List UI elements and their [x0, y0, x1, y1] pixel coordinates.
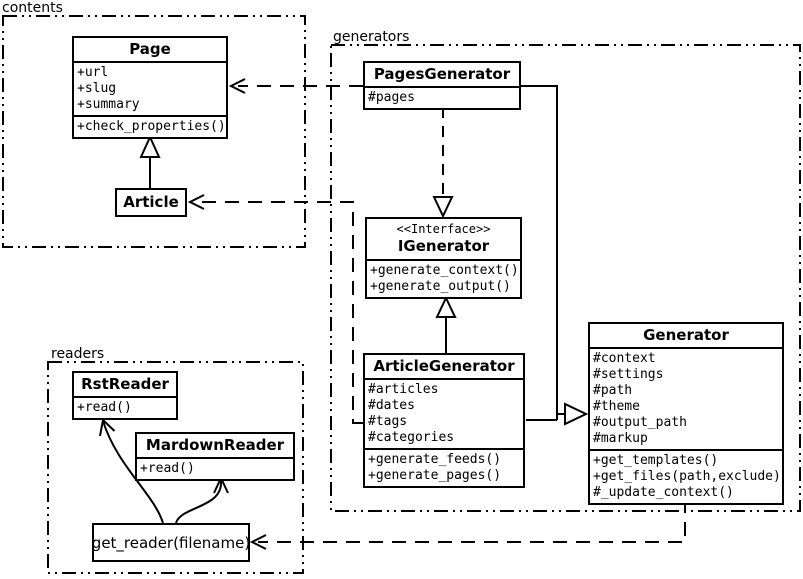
readers-package-border [47, 361, 304, 574]
generators-package-label: generators [333, 29, 410, 45]
contents-package-border [2, 15, 306, 248]
generators-package-border [330, 44, 801, 512]
arrow-getreader-to-rstreader [99, 418, 164, 524]
realization-pagesgenerator-to-igenerator [432, 107, 454, 219]
class-rstreader: RstReader +read() [72, 371, 178, 420]
class-page-methods: +check_properties() [74, 115, 226, 137]
class-articlegenerator-methods: +generate_feeds()+generate_pages() [365, 448, 523, 486]
class-pagesgenerator-attributes: #pages [365, 86, 519, 108]
readers-package-label: readers [51, 346, 105, 362]
dependency-articlegenerator-to-article [187, 194, 363, 424]
class-articlegenerator: ArticleGenerator #articles#dates#tags#ca… [363, 353, 525, 488]
dependency-generator-to-getreader [249, 499, 686, 550]
class-page: Page +url+slug+summary +check_properties… [72, 36, 228, 139]
function-get-reader: get_reader(filename) [92, 523, 250, 562]
class-generator-attributes: #context#settings#path#theme#output_path… [590, 347, 782, 449]
class-igenerator-name: IGenerator [397, 237, 490, 255]
class-articlegenerator-title: ArticleGenerator [373, 357, 515, 375]
contents-package-label: contents [2, 0, 63, 16]
class-pagesgenerator-title: PagesGenerator [373, 65, 511, 83]
class-rstreader-title: RstReader [81, 375, 169, 393]
arrow-getreader-to-mardownreader [175, 475, 229, 524]
function-get-reader-label: get_reader(filename) [91, 533, 251, 552]
class-mardownreader: MardownReader +read() [135, 432, 295, 481]
inheritance-articlegenerator-to-igenerator [435, 295, 457, 353]
inheritance-article-to-page [139, 134, 161, 188]
class-igenerator-title: <<Interface>> IGenerator [367, 219, 520, 259]
class-page-attributes: +url+slug+summary [74, 61, 226, 115]
class-igenerator: <<Interface>> IGenerator +generate_conte… [365, 217, 522, 299]
class-article-title: Article [123, 193, 179, 211]
class-articlegenerator-attributes: #articles#dates#tags#categories [365, 378, 523, 448]
class-pagesgenerator: PagesGenerator #pages [363, 61, 521, 110]
dependency-pagesgenerator-to-page [228, 78, 363, 94]
class-igenerator-methods: +generate_context()+generate_output() [367, 259, 520, 297]
class-generator-title: Generator [643, 326, 729, 344]
class-generator-methods: +get_templates()+get_files(path,exclude)… [590, 449, 782, 503]
class-rstreader-methods: +read() [74, 396, 176, 418]
inheritance-generators-to-generator [521, 85, 589, 426]
class-mardownreader-methods: +read() [137, 457, 293, 479]
class-igenerator-stereotype: <<Interface>> [396, 222, 491, 236]
class-generator: Generator #context#settings#path#theme#o… [588, 322, 784, 505]
class-article: Article [115, 188, 187, 217]
class-page-title: Page [129, 40, 171, 58]
class-mardownreader-title: MardownReader [145, 436, 285, 454]
